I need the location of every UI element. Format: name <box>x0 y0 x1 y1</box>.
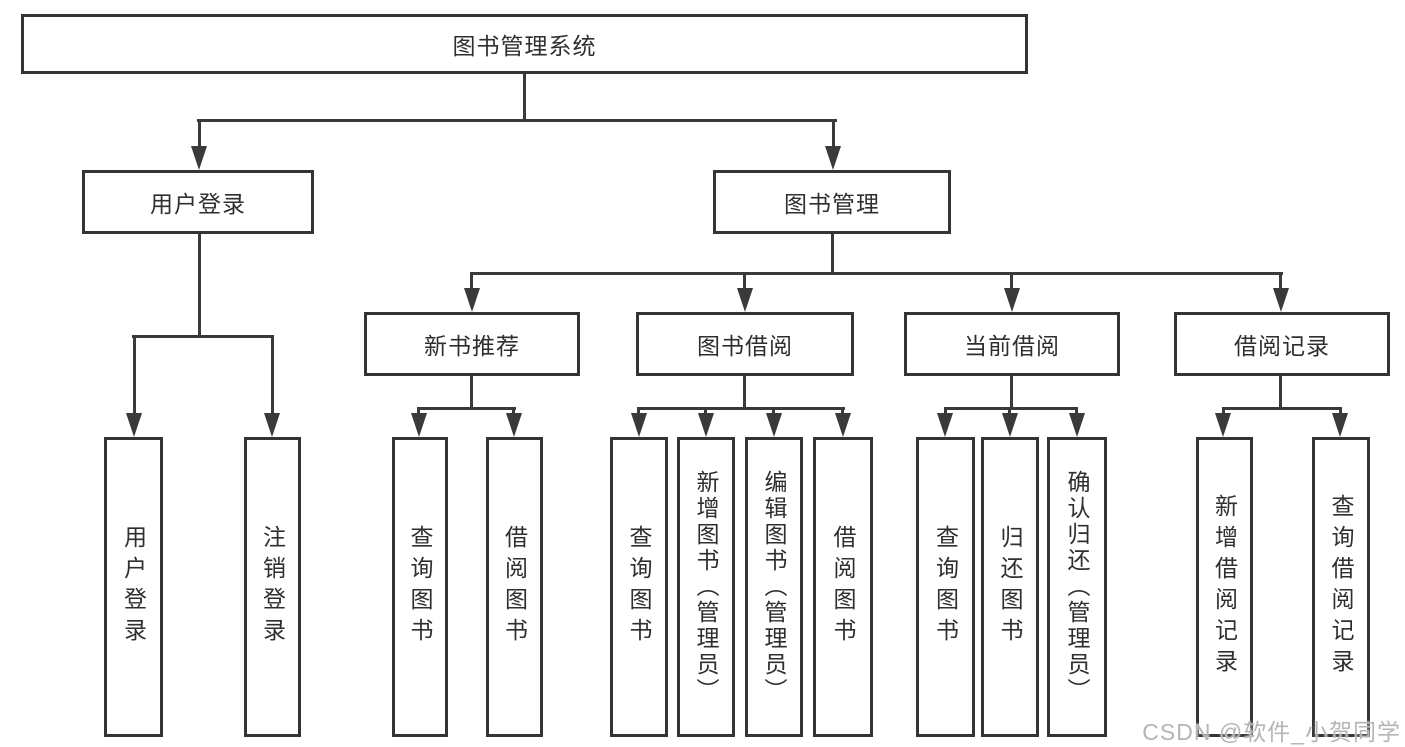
edge-line <box>1010 376 1013 410</box>
leaf-edit-book-admin: 编辑图书（管理员） <box>745 437 803 737</box>
arrow-down-icon <box>411 413 427 437</box>
arrow-down-icon <box>1002 413 1018 437</box>
edge-line <box>944 407 947 417</box>
edge-line <box>743 376 746 410</box>
edge-line <box>1279 376 1282 410</box>
arrow-down-icon <box>766 413 782 437</box>
arrow-down-icon <box>835 413 851 437</box>
arrow-down-icon <box>1273 288 1289 312</box>
edge-line <box>841 407 844 417</box>
arrow-down-icon <box>737 288 753 312</box>
leaf-add-borrow-record-label: 新增借阅记录 <box>1211 494 1238 680</box>
edge-user-login-rail <box>132 335 274 338</box>
edge-line <box>133 335 136 417</box>
edge-line <box>637 407 640 417</box>
node-new-book-recommend-label: 新书推荐 <box>424 333 520 359</box>
leaf-borrow-books-borrowing-label: 借阅图书 <box>830 525 856 649</box>
edge-line <box>198 119 201 150</box>
edge-level3-rail <box>470 272 1283 275</box>
leaf-query-books-borrowing-label: 查询图书 <box>626 525 652 649</box>
edge-line <box>743 272 746 293</box>
edge-line <box>417 407 420 417</box>
edge-root-stem <box>523 74 526 121</box>
node-user-login-label: 用户登录 <box>150 191 246 217</box>
edge-line <box>470 376 473 410</box>
leaf-user-login: 用户登录 <box>104 437 163 737</box>
edge-line <box>1279 272 1282 293</box>
leaf-logout-label: 注销登录 <box>259 525 286 649</box>
leaf-confirm-return-admin: 确认归还（管理员） <box>1047 437 1107 737</box>
node-book-borrowing-label: 图书借阅 <box>697 333 793 359</box>
arrow-down-icon <box>937 413 953 437</box>
edge-level2-rail <box>197 119 837 122</box>
node-book-borrowing: 图书借阅 <box>636 312 854 376</box>
arrow-down-icon <box>825 146 841 170</box>
edge-book-mgmt-stem <box>831 234 834 275</box>
edge-rail <box>1222 407 1342 410</box>
node-borrowing-records-label: 借阅记录 <box>1234 333 1330 359</box>
edge-line <box>832 119 835 150</box>
leaf-query-borrow-record-label: 查询借阅记录 <box>1328 494 1354 680</box>
leaf-user-login-label: 用户登录 <box>120 525 147 649</box>
arrow-down-icon <box>698 413 714 437</box>
arrow-down-icon <box>631 413 647 437</box>
arrow-down-icon <box>1332 413 1348 437</box>
arrow-down-icon <box>1215 413 1231 437</box>
node-current-borrowing-label: 当前借阅 <box>964 333 1060 359</box>
leaf-add-borrow-record: 新增借阅记录 <box>1196 437 1253 737</box>
arrow-down-icon <box>126 413 142 437</box>
node-new-book-recommend: 新书推荐 <box>364 312 580 376</box>
leaf-confirm-return-admin-label: 确认归还（管理员） <box>1064 470 1090 704</box>
leaf-add-book-admin: 新增图书（管理员） <box>677 437 735 737</box>
leaf-borrow-books-borrowing: 借阅图书 <box>813 437 873 737</box>
leaf-return-book-label: 归还图书 <box>997 525 1023 649</box>
node-borrowing-records: 借阅记录 <box>1174 312 1390 376</box>
edge-user-login-stem <box>198 234 201 338</box>
edge-line <box>772 407 775 417</box>
node-library-system: 图书管理系统 <box>21 14 1028 74</box>
edge-rail <box>637 407 845 410</box>
edge-line <box>512 407 515 417</box>
edge-rail <box>944 407 1078 410</box>
leaf-borrow-books-recommend-label: 借阅图书 <box>501 525 528 649</box>
leaf-edit-book-admin-label: 编辑图书（管理员） <box>761 470 787 704</box>
leaf-return-book: 归还图书 <box>981 437 1039 737</box>
edge-line <box>271 335 274 417</box>
leaf-query-books-recommend: 查询图书 <box>392 437 448 737</box>
node-library-system-label: 图书管理系统 <box>452 33 597 59</box>
edge-line <box>1222 407 1225 417</box>
leaf-query-books-current: 查询图书 <box>916 437 975 737</box>
edge-line <box>1008 407 1011 417</box>
edge-line <box>704 407 707 417</box>
leaf-query-borrow-record: 查询借阅记录 <box>1312 437 1370 737</box>
edge-line <box>1339 407 1342 417</box>
leaf-query-books-current-label: 查询图书 <box>932 525 959 649</box>
csdn-watermark: CSDN @软件_小贺同学 <box>1142 719 1401 745</box>
arrow-down-icon <box>506 413 522 437</box>
arrow-down-icon <box>191 146 207 170</box>
leaf-add-book-admin-label: 新增图书（管理员） <box>693 470 719 704</box>
leaf-query-books-recommend-label: 查询图书 <box>407 525 433 649</box>
leaf-logout: 注销登录 <box>244 437 301 737</box>
leaf-borrow-books-recommend: 借阅图书 <box>486 437 543 737</box>
node-user-login: 用户登录 <box>82 170 314 234</box>
node-book-management-label: 图书管理 <box>784 191 880 217</box>
node-current-borrowing: 当前借阅 <box>904 312 1120 376</box>
edge-line <box>1010 272 1013 293</box>
edge-line <box>470 272 473 293</box>
arrow-down-icon <box>1069 413 1085 437</box>
arrow-down-icon <box>264 413 280 437</box>
node-book-management: 图书管理 <box>713 170 951 234</box>
arrow-down-icon <box>1004 288 1020 312</box>
edge-line <box>1075 407 1078 417</box>
edge-rail <box>417 407 516 410</box>
leaf-query-books-borrowing: 查询图书 <box>610 437 668 737</box>
arrow-down-icon <box>464 288 480 312</box>
